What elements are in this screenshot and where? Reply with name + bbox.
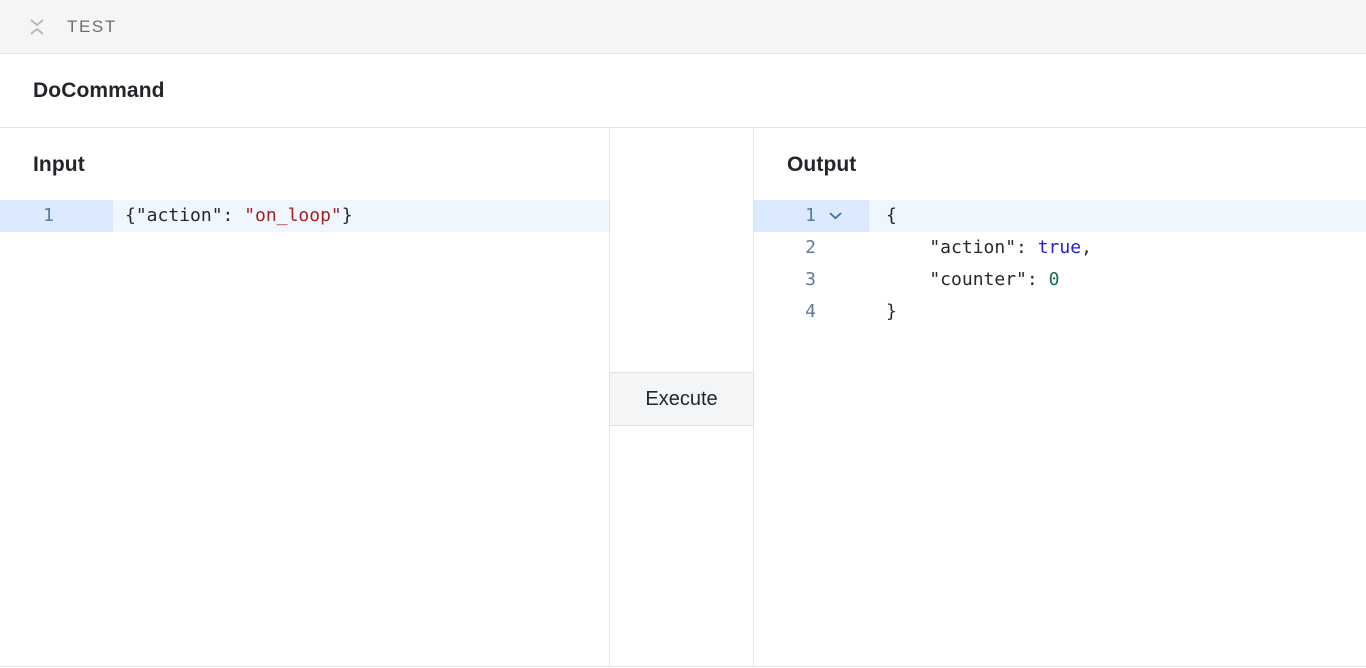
code-line[interactable]: 1{: [754, 200, 1366, 232]
execute-button[interactable]: Execute: [610, 372, 753, 426]
line-number: 3: [805, 269, 816, 290]
token-str: "on_loop": [244, 205, 342, 226]
code-line[interactable]: 1{"action": "on_loop"}: [0, 200, 609, 232]
code-text: "action": true,: [869, 232, 1092, 264]
test-header-bar: TEST: [0, 0, 1366, 54]
token-punct: }: [341, 205, 353, 226]
token-punct: ,: [1081, 237, 1092, 258]
collapse-chevrons-icon[interactable]: [26, 16, 48, 38]
line-number: 2: [805, 237, 816, 258]
token-key: "action":: [886, 237, 1038, 258]
input-panel: Input 1{"action": "on_loop"}: [0, 128, 609, 666]
input-editor[interactable]: 1{"action": "on_loop"}: [0, 200, 609, 232]
execute-button-wrapper: Execute: [610, 372, 753, 426]
token-bool: true: [1037, 237, 1082, 258]
panes-container: Input 1{"action": "on_loop"} Execute Out…: [0, 128, 1366, 667]
code-line[interactable]: 4}: [754, 296, 1366, 328]
line-number: 4: [805, 301, 816, 322]
line-number: 1: [805, 205, 816, 226]
code-line[interactable]: 3 "counter": 0: [754, 264, 1366, 296]
line-number-gutter: 4: [754, 296, 869, 328]
code-text: "counter": 0: [869, 264, 1059, 296]
code-text: }: [869, 296, 897, 328]
test-label: TEST: [67, 16, 117, 36]
token-punct: {: [886, 205, 897, 226]
input-heading: Input: [33, 153, 85, 176]
line-number-gutter: 3: [754, 264, 869, 296]
output-heading: Output: [787, 153, 857, 176]
code-text: {: [869, 200, 897, 232]
page-title: DoCommand: [33, 78, 165, 102]
token-num: 0: [1048, 269, 1060, 290]
output-panel: Output 1{2 "action": true,3 "counter": 0…: [754, 128, 1366, 666]
line-number-gutter: 1: [754, 200, 869, 232]
token-key: "counter":: [886, 269, 1049, 290]
line-number-gutter: 2: [754, 232, 869, 264]
chevron-down-icon[interactable]: [816, 212, 854, 220]
token-punct: }: [886, 301, 897, 322]
code-line[interactable]: 2 "action": true,: [754, 232, 1366, 264]
token-punct: {"action":: [125, 205, 245, 226]
code-text: {"action": "on_loop"}: [113, 200, 353, 232]
line-number-gutter: 1: [0, 200, 113, 232]
command-title-bar: DoCommand: [0, 54, 1366, 128]
execute-panel: Execute: [609, 128, 754, 666]
